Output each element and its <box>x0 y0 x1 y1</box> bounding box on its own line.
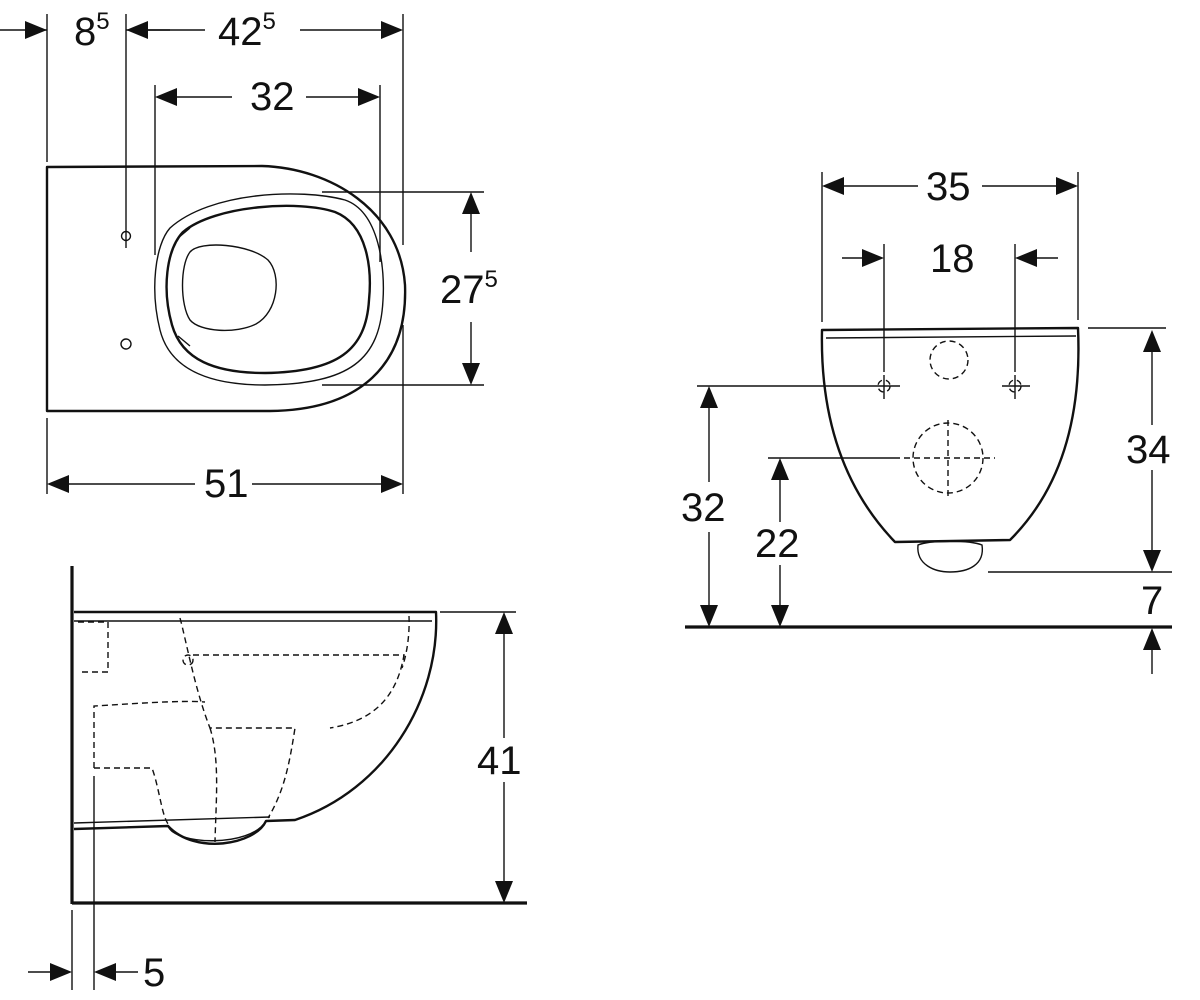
side-view-hidden-inner <box>193 654 405 729</box>
top-view-outline <box>45 164 407 413</box>
dim-bowl-width: 275 <box>440 192 498 385</box>
dim-total-length: 51 <box>47 462 403 506</box>
front-view-inlet-circle <box>929 340 969 380</box>
front-view-outlet <box>917 540 983 573</box>
side-view-inlet-box <box>78 621 109 673</box>
side-view-hidden-bowl <box>179 617 296 819</box>
dim-body-height-label: 34 <box>1126 428 1171 472</box>
dim-bolt-spacing: 18 <box>842 237 1058 281</box>
dim-bottom-gap: 7 <box>1141 579 1163 674</box>
dim-bowl-width-label: 275 <box>440 266 498 312</box>
dim-wall-gap: 5 <box>28 951 165 995</box>
front-view-top-edge <box>825 335 1077 339</box>
top-view-bowl-rim-outer <box>154 193 385 386</box>
side-view-hidden-rim <box>401 615 410 669</box>
dim-outlet-height-label: 22 <box>755 522 800 566</box>
side-view-outlet <box>167 820 267 842</box>
top-view: 85 425 32 275 <box>0 8 498 506</box>
dim-total-length-label: 51 <box>204 462 249 506</box>
top-view-hinge-mark <box>177 227 191 347</box>
dim-width: 35 <box>822 165 1078 209</box>
dim-bowl-depth-label: 32 <box>250 75 295 119</box>
dim-bolt-spacing-label: 18 <box>930 237 975 281</box>
dim-height-label: 41 <box>477 739 522 783</box>
dim-outlet-height: 22 <box>755 458 800 627</box>
front-view: 35 18 32 22 <box>681 165 1172 674</box>
dim-bolt-height: 32 <box>681 386 726 627</box>
front-view-outline <box>820 326 1080 544</box>
side-view-hidden-hole <box>182 654 194 666</box>
dim-height: 41 <box>477 612 522 903</box>
front-view-bolt-left <box>876 375 900 399</box>
dim-bolt-height-label: 32 <box>681 486 726 530</box>
front-view-bolt-right <box>1002 375 1030 399</box>
dim-overall-depth-label: 425 <box>218 8 276 54</box>
dim-overall-depth: 425 <box>148 8 403 54</box>
dim-bowl-depth: 32 <box>155 75 380 119</box>
dim-width-label: 35 <box>926 165 971 209</box>
dim-offset-label: 85 <box>74 8 110 54</box>
top-view-bowl-rim-inner <box>165 204 372 375</box>
side-view-hidden-trap <box>93 700 206 827</box>
side-view-base-line <box>73 816 271 824</box>
side-view: 41 5 <box>28 566 527 995</box>
side-view-hidden-channel <box>209 727 218 843</box>
dim-wall-gap-label: 5 <box>143 951 165 995</box>
top-view-fixing-hole-lower <box>120 338 132 350</box>
dim-offset: 85 <box>0 8 170 54</box>
dim-body-height: 34 <box>1126 330 1171 572</box>
dim-bottom-gap-label: 7 <box>1141 579 1163 623</box>
side-view-outline <box>73 610 438 845</box>
top-view-seat-opening <box>181 244 277 332</box>
